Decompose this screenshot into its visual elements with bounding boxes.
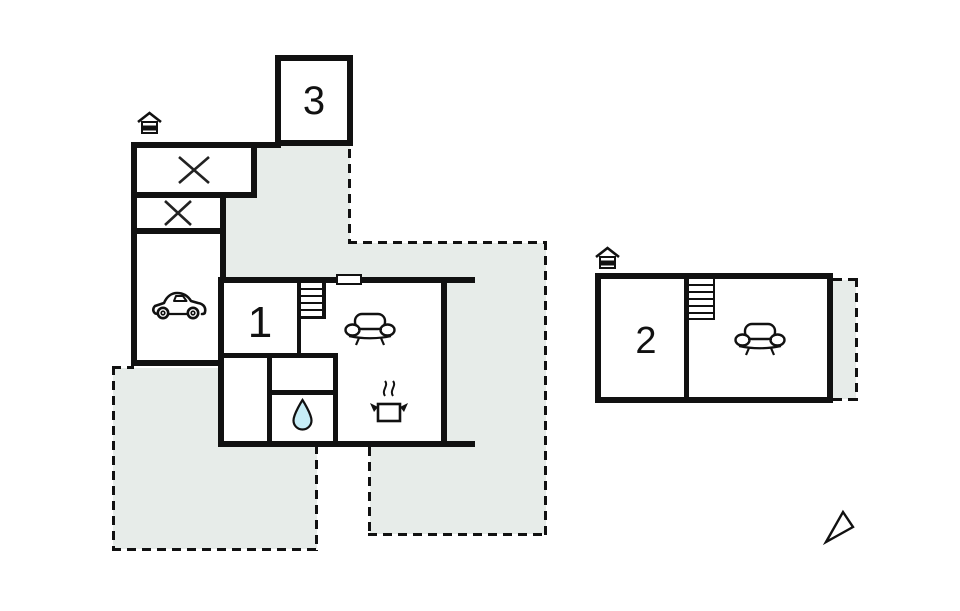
stairs-icon xyxy=(301,283,326,319)
sofa-icon xyxy=(344,312,396,346)
stairs-icon xyxy=(689,279,715,320)
terrace-boundary xyxy=(855,278,858,401)
north-arrow-icon xyxy=(822,509,855,546)
room-1-label: 1 xyxy=(247,298,273,347)
terrace-boundary xyxy=(315,445,318,551)
terrace-right-lower xyxy=(370,447,546,534)
wall-segment xyxy=(333,358,338,441)
sofa-icon xyxy=(734,322,786,356)
x-mark-icon xyxy=(164,200,192,226)
terrace-boundary xyxy=(833,398,858,401)
entrance-house-icon xyxy=(137,111,162,134)
terrace-annex xyxy=(833,280,856,399)
terrace-boundary xyxy=(112,548,318,551)
wall-segment xyxy=(297,283,301,354)
water-drop-icon xyxy=(292,398,313,431)
annex-house xyxy=(595,273,833,403)
car-icon xyxy=(152,291,207,320)
wall-segment xyxy=(684,279,689,397)
terrace-boundary xyxy=(368,533,547,536)
wall-segment xyxy=(272,390,333,395)
wall-segment xyxy=(441,441,475,447)
steaming-pot-icon xyxy=(370,380,408,423)
room-3-label: 3 xyxy=(302,79,326,123)
entrance-house-icon xyxy=(595,246,620,269)
terrace-boundary xyxy=(348,241,547,244)
wall-segment xyxy=(224,353,338,358)
wall-segment xyxy=(251,142,281,148)
window-marker xyxy=(336,274,362,285)
terrace-boundary xyxy=(833,278,858,281)
terrace-boundary xyxy=(368,447,371,533)
main-house xyxy=(218,277,447,447)
terrace-boundary xyxy=(348,149,351,244)
wall-segment xyxy=(441,277,475,283)
room-3 xyxy=(275,55,353,146)
terrace-boundary xyxy=(112,366,115,551)
room-2-label: 2 xyxy=(635,320,657,362)
wall-segment xyxy=(267,358,272,441)
terrace-boundary xyxy=(544,241,547,536)
terrace-boundary xyxy=(112,366,134,369)
x-mark-icon xyxy=(178,156,210,184)
